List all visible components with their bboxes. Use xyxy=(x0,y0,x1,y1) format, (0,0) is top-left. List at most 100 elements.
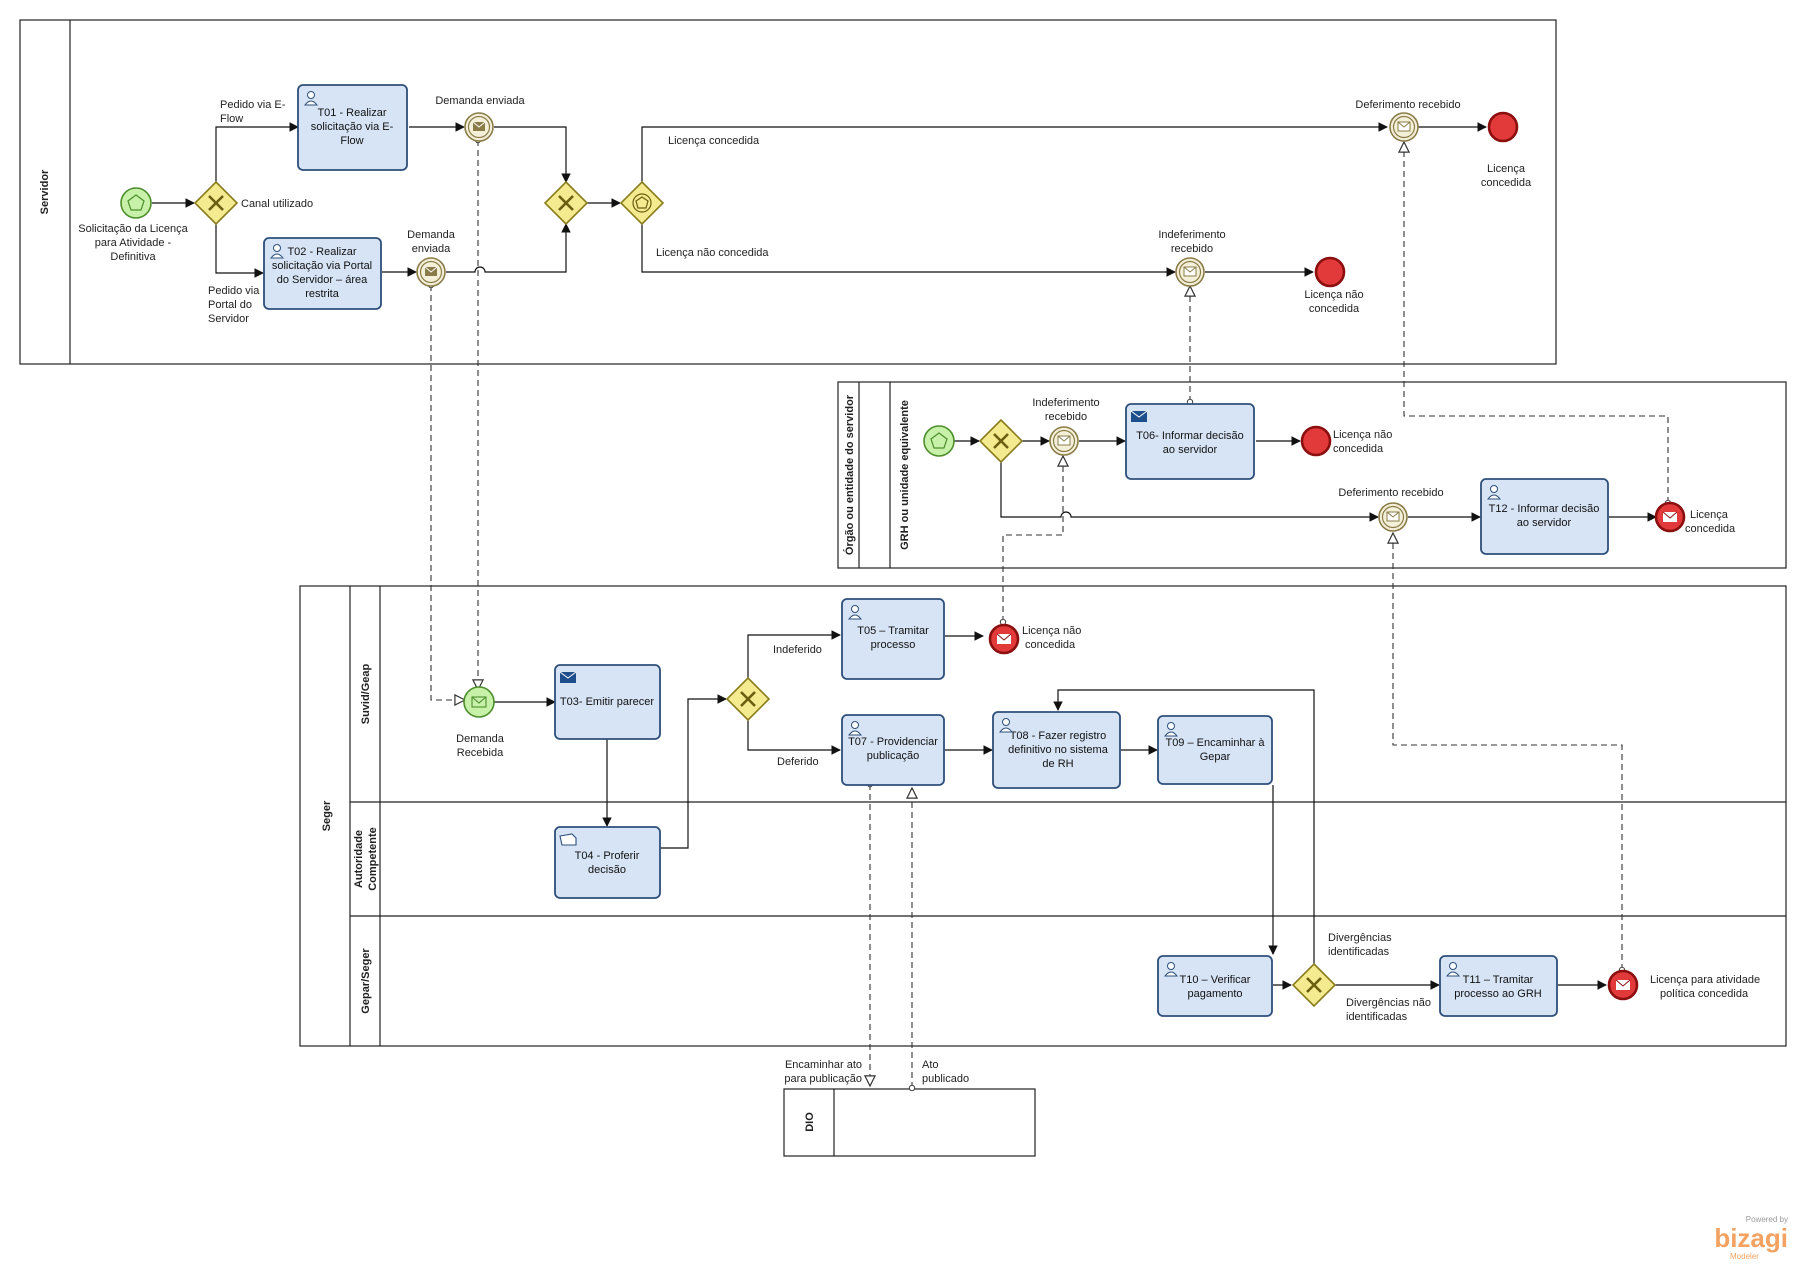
task-t12-line-1: T12 - Informar decisão xyxy=(1489,503,1600,515)
end-event-nao-concedida-2[interactable] xyxy=(1300,425,1332,457)
task-t11-line-2: processo ao GRH xyxy=(1454,988,1541,1000)
end-event-politica[interactable] xyxy=(1607,969,1639,1001)
gateway-event-based[interactable] xyxy=(619,180,665,226)
start-event-seger[interactable] xyxy=(463,686,495,718)
task-t03[interactable]: T03- Emitir parecer xyxy=(554,664,661,740)
gateway-divergencias[interactable] xyxy=(1291,962,1337,1008)
end-concedida-2-label-2: concedida xyxy=(1685,523,1736,535)
task-t11-line-1: T11 – Tramitar xyxy=(1463,974,1534,986)
task-t01[interactable]: T01 - Realizar solicitação via E- Flow xyxy=(297,84,408,171)
user-icon xyxy=(269,244,285,259)
task-t08-line-2: definitivo no sistema xyxy=(1008,744,1109,756)
indeferimento-1-label-1: Indeferimento xyxy=(1158,229,1225,241)
user-icon xyxy=(1163,722,1179,737)
indeferimento-2-label-2: recebido xyxy=(1045,411,1087,423)
demanda-enviada-2-label-1: Demanda xyxy=(407,229,456,241)
task-t06-line-2: ao servidor xyxy=(1163,444,1218,456)
pool-seger-label: Seger xyxy=(321,800,333,831)
pedido-portal-label-1: Pedido via xyxy=(208,285,260,297)
task-t05[interactable]: T05 – Tramitar processo xyxy=(841,598,945,680)
pool-dio: DIO xyxy=(783,1088,1036,1157)
pedido-eflow-label-2: Flow xyxy=(220,113,243,125)
task-t05-line-1: T05 – Tramitar xyxy=(857,625,929,637)
gateway-canal[interactable] xyxy=(193,180,239,226)
end-nao-concedida-2-label-2: concedida xyxy=(1333,443,1384,455)
task-t10-line-2: pagamento xyxy=(1187,988,1242,1000)
demanda-enviada-1-label: Demanda enviada xyxy=(435,95,525,107)
canal-label: Canal utilizado xyxy=(241,198,313,210)
task-t08-line-3: de RH xyxy=(1042,758,1073,770)
pool-servidor-label: Servidor xyxy=(39,169,51,214)
user-icon xyxy=(1486,485,1502,500)
end-nao-concedida-2-label-1: Licença não xyxy=(1333,429,1392,441)
demanda-enviada-2-label-2: enviada xyxy=(412,243,451,255)
bizagi-wordmark: bizagi xyxy=(1714,1223,1788,1253)
end-politica-label-2: política concedida xyxy=(1660,988,1749,1000)
ato-publicado-label-2: publicado xyxy=(922,1073,969,1085)
user-icon xyxy=(998,718,1014,733)
task-t01-line-3: Flow xyxy=(340,135,363,147)
flow-labels: Solicitação da Licença para Atividade - … xyxy=(78,95,1760,1085)
intermediate-demanda-enviada-1[interactable] xyxy=(464,112,494,142)
pool-dio-label: DIO xyxy=(804,1112,816,1132)
end-concedida-1-label-1: Licença xyxy=(1487,163,1526,175)
task-t07[interactable]: T07 - Providenciar publicação xyxy=(841,714,945,786)
task-t08-line-1: T08 - Fazer registro xyxy=(1010,730,1107,742)
pedido-eflow-label-1: Pedido via E- xyxy=(220,99,286,111)
deferimento-recebido-2-label: Deferimento recebido xyxy=(1338,487,1443,499)
div-nao-ident-label-2: identificadas xyxy=(1346,1011,1408,1023)
task-t04-line-2: decisão xyxy=(588,864,626,876)
div-ident-label-1: Divergências xyxy=(1328,932,1392,944)
start-servidor-label-3: Definitiva xyxy=(110,251,156,263)
send-task-icon xyxy=(1130,410,1148,422)
task-t01-line-2: solicitação via E- xyxy=(311,121,394,133)
start-event-grh[interactable] xyxy=(923,425,955,457)
deferimento-recebido-1-label: Deferimento recebido xyxy=(1355,99,1460,111)
licenca-nao-concedida-flow-label: Licença não concedida xyxy=(656,247,769,259)
end-nao-concedida-3-label-2: concedida xyxy=(1025,639,1076,651)
indeferimento-1-label-2: recebido xyxy=(1171,243,1213,255)
demanda-recebida-label-2: Recebida xyxy=(457,747,504,759)
end-event-nao-concedida-3[interactable] xyxy=(988,623,1020,655)
task-t09[interactable]: T09 – Encaminhar à Gepar xyxy=(1157,715,1273,785)
indeferido-label: Indeferido xyxy=(773,644,822,656)
task-t05-line-2: processo xyxy=(871,639,916,651)
intermediate-indeferimento-1[interactable] xyxy=(1175,257,1205,287)
task-t02-line-2: solicitação via Portal xyxy=(272,260,372,272)
task-t03-line-1: T03- Emitir parecer xyxy=(560,696,654,708)
intermediate-deferimento-1[interactable] xyxy=(1389,112,1419,142)
intermediate-deferimento-2[interactable] xyxy=(1378,502,1408,532)
intermediate-indeferimento-2[interactable] xyxy=(1049,426,1079,456)
user-icon xyxy=(1445,962,1461,977)
gateway-grh[interactable] xyxy=(978,418,1024,464)
task-t04[interactable]: T04 - Proferir decisão xyxy=(554,826,661,899)
end-concedida-2-label-1: Licença xyxy=(1690,509,1729,521)
task-t10[interactable]: T10 – Verificar pagamento xyxy=(1157,955,1273,1017)
task-t08[interactable]: T08 - Fazer registro definitivo no siste… xyxy=(992,711,1121,789)
task-t04-line-1: T04 - Proferir xyxy=(575,850,640,862)
task-t06-line-1: T06- Informar decisão xyxy=(1136,430,1244,442)
start-event-servidor[interactable] xyxy=(120,187,152,219)
task-t02[interactable]: T02 - Realizar solicitação via Portal do… xyxy=(263,237,382,310)
gateway-decisao[interactable] xyxy=(725,676,771,722)
user-icon xyxy=(303,91,319,106)
encaminhar-ato-label-1: Encaminhar ato xyxy=(785,1059,862,1071)
intermediate-demanda-enviada-2[interactable] xyxy=(416,257,446,287)
end-nao-concedida-3-label-1: Licença não xyxy=(1022,625,1081,637)
task-t11[interactable]: T11 – Tramitar processo ao GRH xyxy=(1439,955,1558,1017)
div-nao-ident-label-1: Divergências não xyxy=(1346,997,1431,1009)
end-event-concedida-2[interactable] xyxy=(1654,501,1686,533)
task-t01-line-1: T01 - Realizar xyxy=(317,107,386,119)
user-icon xyxy=(847,721,863,736)
end-event-concedida-1[interactable] xyxy=(1487,111,1519,143)
start-servidor-label-2: para Atividade - xyxy=(95,237,172,249)
ato-publicado-label-1: Ato xyxy=(922,1059,939,1071)
task-t06[interactable]: T06- Informar decisão ao servidor xyxy=(1125,403,1255,480)
task-t12[interactable]: T12 - Informar decisão ao servidor xyxy=(1480,478,1609,555)
task-t09-line-2: Gepar xyxy=(1200,751,1231,763)
end-event-nao-concedida-1[interactable] xyxy=(1314,256,1346,288)
gateway-join[interactable] xyxy=(543,180,589,226)
pedido-portal-label-2: Portal do xyxy=(208,299,252,311)
lane-grh-label: GRH ou unidade equivalente xyxy=(899,400,911,550)
